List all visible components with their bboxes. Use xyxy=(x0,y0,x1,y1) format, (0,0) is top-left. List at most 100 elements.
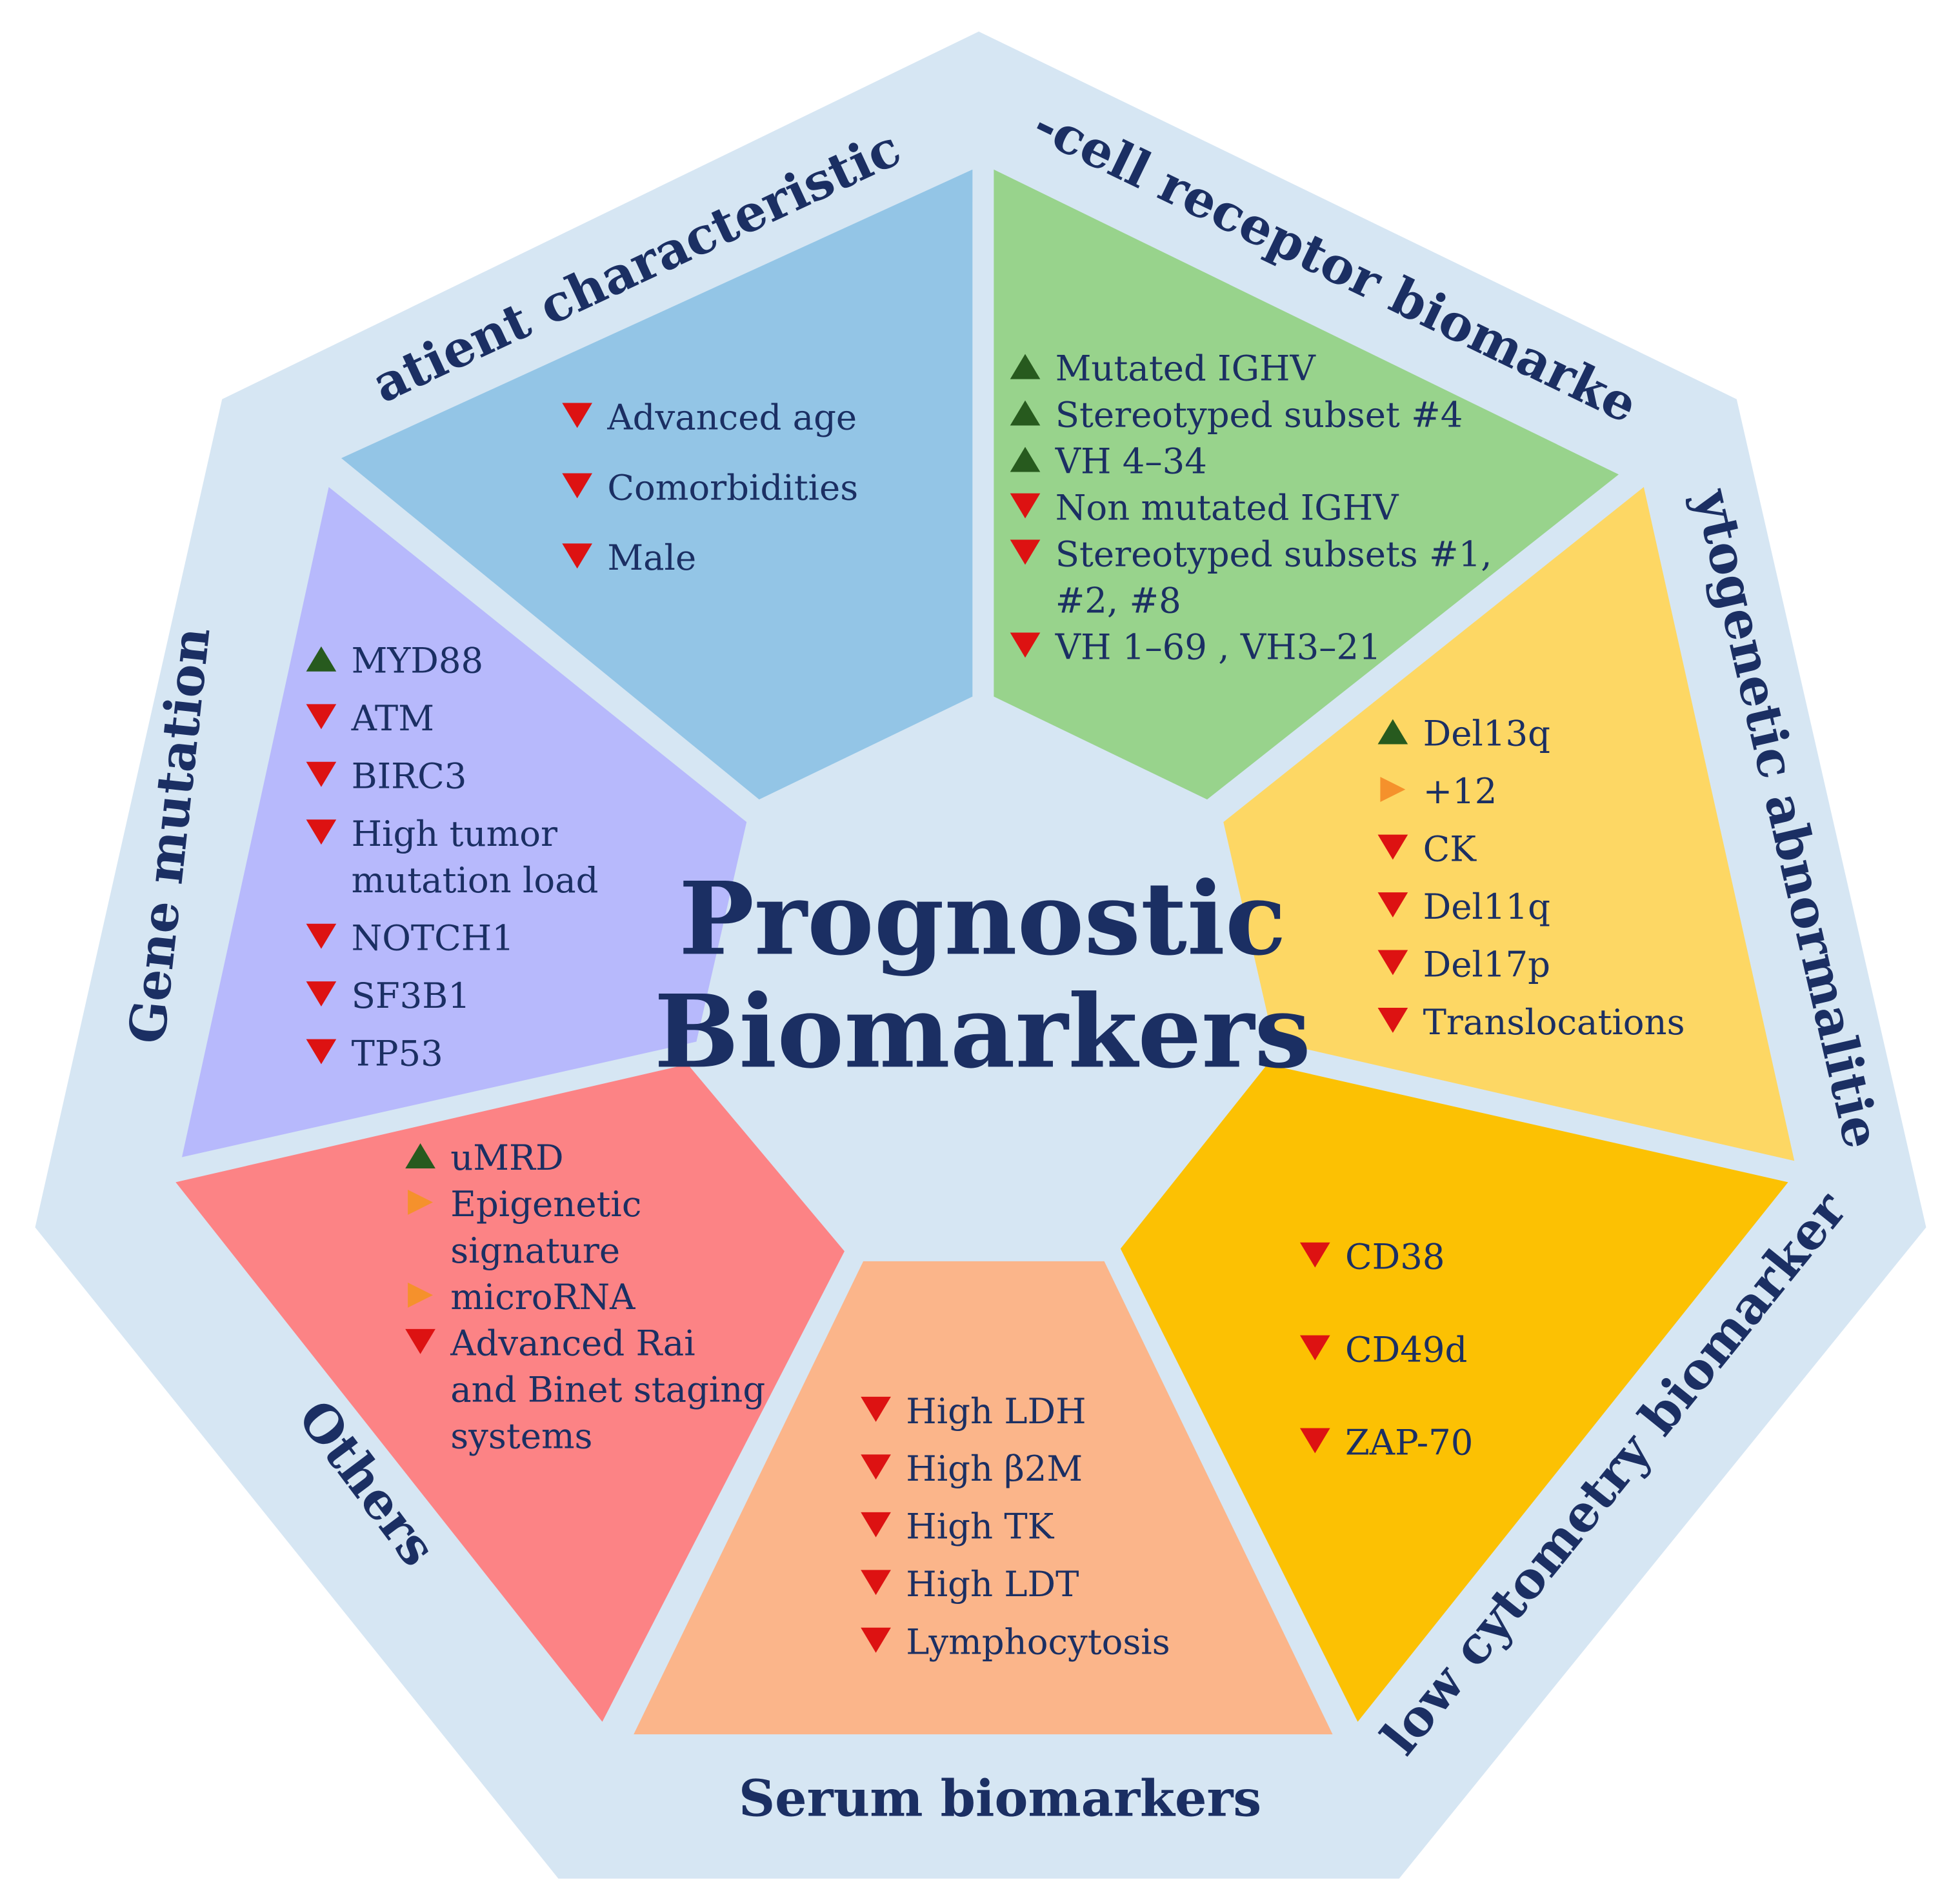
item-label: High LDH xyxy=(906,1390,1086,1432)
item-label: Stereotyped subset #4 xyxy=(1055,394,1463,435)
down-triangle-icon xyxy=(1377,834,1408,860)
up-triangle-icon xyxy=(1010,446,1041,472)
segment-patient-characteristics xyxy=(341,169,973,800)
item-list-bcell: Mutated IGHV Stereotyped subset #4 VH 4–34… xyxy=(1010,348,1492,667)
down-triangle-icon xyxy=(1299,1428,1330,1454)
item-label: Mutated IGHV xyxy=(1055,348,1317,389)
right-triangle-icon xyxy=(408,1190,434,1215)
title-gene-mutations: Gene mutations xyxy=(0,0,222,1046)
down-triangle-icon xyxy=(562,543,593,569)
item-label-continued: signature xyxy=(450,1230,620,1271)
list-item: Translocations xyxy=(1377,1001,1685,1043)
down-triangle-icon xyxy=(562,473,593,499)
item-label: High tumor xyxy=(352,813,558,854)
item-label: CD49d xyxy=(1345,1328,1467,1370)
up-triangle-icon xyxy=(1010,400,1041,426)
item-label: +12 xyxy=(1423,770,1497,812)
item-label: NOTCH1 xyxy=(352,917,514,959)
item-label: uMRD xyxy=(450,1137,563,1178)
item-label: Epigenetic xyxy=(450,1183,641,1225)
item-label: TP53 xyxy=(352,1032,443,1074)
list-item: Epigenetic signature xyxy=(408,1183,641,1271)
item-label: ZAP-70 xyxy=(1345,1421,1473,1463)
down-triangle-icon xyxy=(1299,1335,1330,1361)
up-triangle-icon xyxy=(1010,354,1041,379)
list-item: Comorbidities xyxy=(562,466,858,508)
segment-cytogenetic xyxy=(1223,486,1795,1161)
list-item: MYD88 xyxy=(306,640,484,681)
list-item: +12 xyxy=(1380,770,1497,812)
up-triangle-icon xyxy=(405,1143,435,1168)
down-triangle-icon xyxy=(1010,632,1041,658)
item-label-continued: and Binet staging xyxy=(450,1369,765,1410)
item-label: High β2M xyxy=(906,1448,1083,1489)
item-list-others: uMRD Epigenetic signature microRNA Advanced … xyxy=(405,1137,765,1457)
list-item: Stereotyped subset #4 xyxy=(1010,394,1463,435)
down-triangle-icon xyxy=(306,981,337,1007)
list-item: Advanced Rai and Binet staging systems xyxy=(405,1323,765,1457)
item-label: MYD88 xyxy=(352,640,484,681)
center-title-line2: Biomarkers xyxy=(654,972,1311,1090)
item-label: Non mutated IGHV xyxy=(1055,486,1399,528)
list-item: Lymphocytosis xyxy=(861,1621,1170,1663)
item-label: Del13q xyxy=(1423,713,1550,754)
down-triangle-icon xyxy=(306,819,337,845)
item-label: Comorbidities xyxy=(607,466,858,508)
center-title-line1: Prognostic xyxy=(679,859,1286,977)
item-list-serum: High LDH High β2M High TK High LDT Lymphocyt… xyxy=(861,1390,1170,1663)
title-serum-biomarkers: Serum biomarkers xyxy=(739,1770,1261,1828)
item-label: VH 4–34 xyxy=(1055,440,1207,481)
item-label: High LDT xyxy=(906,1563,1079,1605)
item-label: Translocations xyxy=(1423,1001,1685,1043)
item-label: Del17p xyxy=(1423,943,1550,985)
down-triangle-icon xyxy=(1010,539,1041,565)
list-item: CK xyxy=(1377,828,1477,869)
item-label: Male xyxy=(607,537,696,578)
list-item: Male xyxy=(562,537,696,578)
item-label-continued: systems xyxy=(450,1416,592,1457)
item-label: Advanced age xyxy=(606,396,857,437)
item-label: ATM xyxy=(351,697,434,739)
down-triangle-icon xyxy=(1377,950,1408,976)
item-label: Advanced Rai xyxy=(450,1323,695,1364)
list-item: Del11q xyxy=(1377,886,1550,927)
item-label: BIRC3 xyxy=(352,756,467,797)
item-label: microRNA xyxy=(450,1276,635,1317)
item-label: VH 1–69 , VH3–21 xyxy=(1055,626,1381,667)
up-triangle-icon xyxy=(306,646,337,672)
item-label: Stereotyped subsets #1, xyxy=(1055,533,1492,574)
down-triangle-icon xyxy=(306,761,337,787)
down-triangle-icon xyxy=(306,1039,337,1065)
segment-serum xyxy=(634,1261,1333,1735)
up-triangle-icon xyxy=(1377,719,1408,745)
list-item: VH 4–34 xyxy=(1010,440,1207,481)
item-label: CD38 xyxy=(1345,1236,1445,1277)
list-item: ATM xyxy=(306,697,434,739)
down-triangle-icon xyxy=(861,1570,891,1596)
item-label: Lymphocytosis xyxy=(906,1621,1170,1663)
down-triangle-icon xyxy=(861,1454,891,1480)
down-triangle-icon xyxy=(405,1328,435,1354)
down-triangle-icon xyxy=(861,1512,891,1537)
segment-others xyxy=(175,1064,845,1722)
list-item: VH 1–69 , VH3–21 xyxy=(1010,626,1381,667)
item-label: High TK xyxy=(906,1506,1054,1547)
down-triangle-icon xyxy=(306,923,337,949)
down-triangle-icon xyxy=(1010,493,1041,519)
right-triangle-icon xyxy=(408,1282,434,1308)
item-label-continued: #2, #8 xyxy=(1055,579,1181,621)
down-triangle-icon xyxy=(306,704,337,730)
down-triangle-icon xyxy=(1299,1242,1330,1268)
item-label: CK xyxy=(1423,828,1477,869)
list-item: High LDH xyxy=(861,1390,1086,1432)
list-item: CD49d xyxy=(1299,1328,1467,1370)
list-item: Advanced age xyxy=(562,396,857,437)
down-triangle-icon xyxy=(1377,892,1408,917)
list-item: Non mutated IGHV xyxy=(1010,486,1399,528)
list-item: microRNA xyxy=(408,1276,635,1317)
